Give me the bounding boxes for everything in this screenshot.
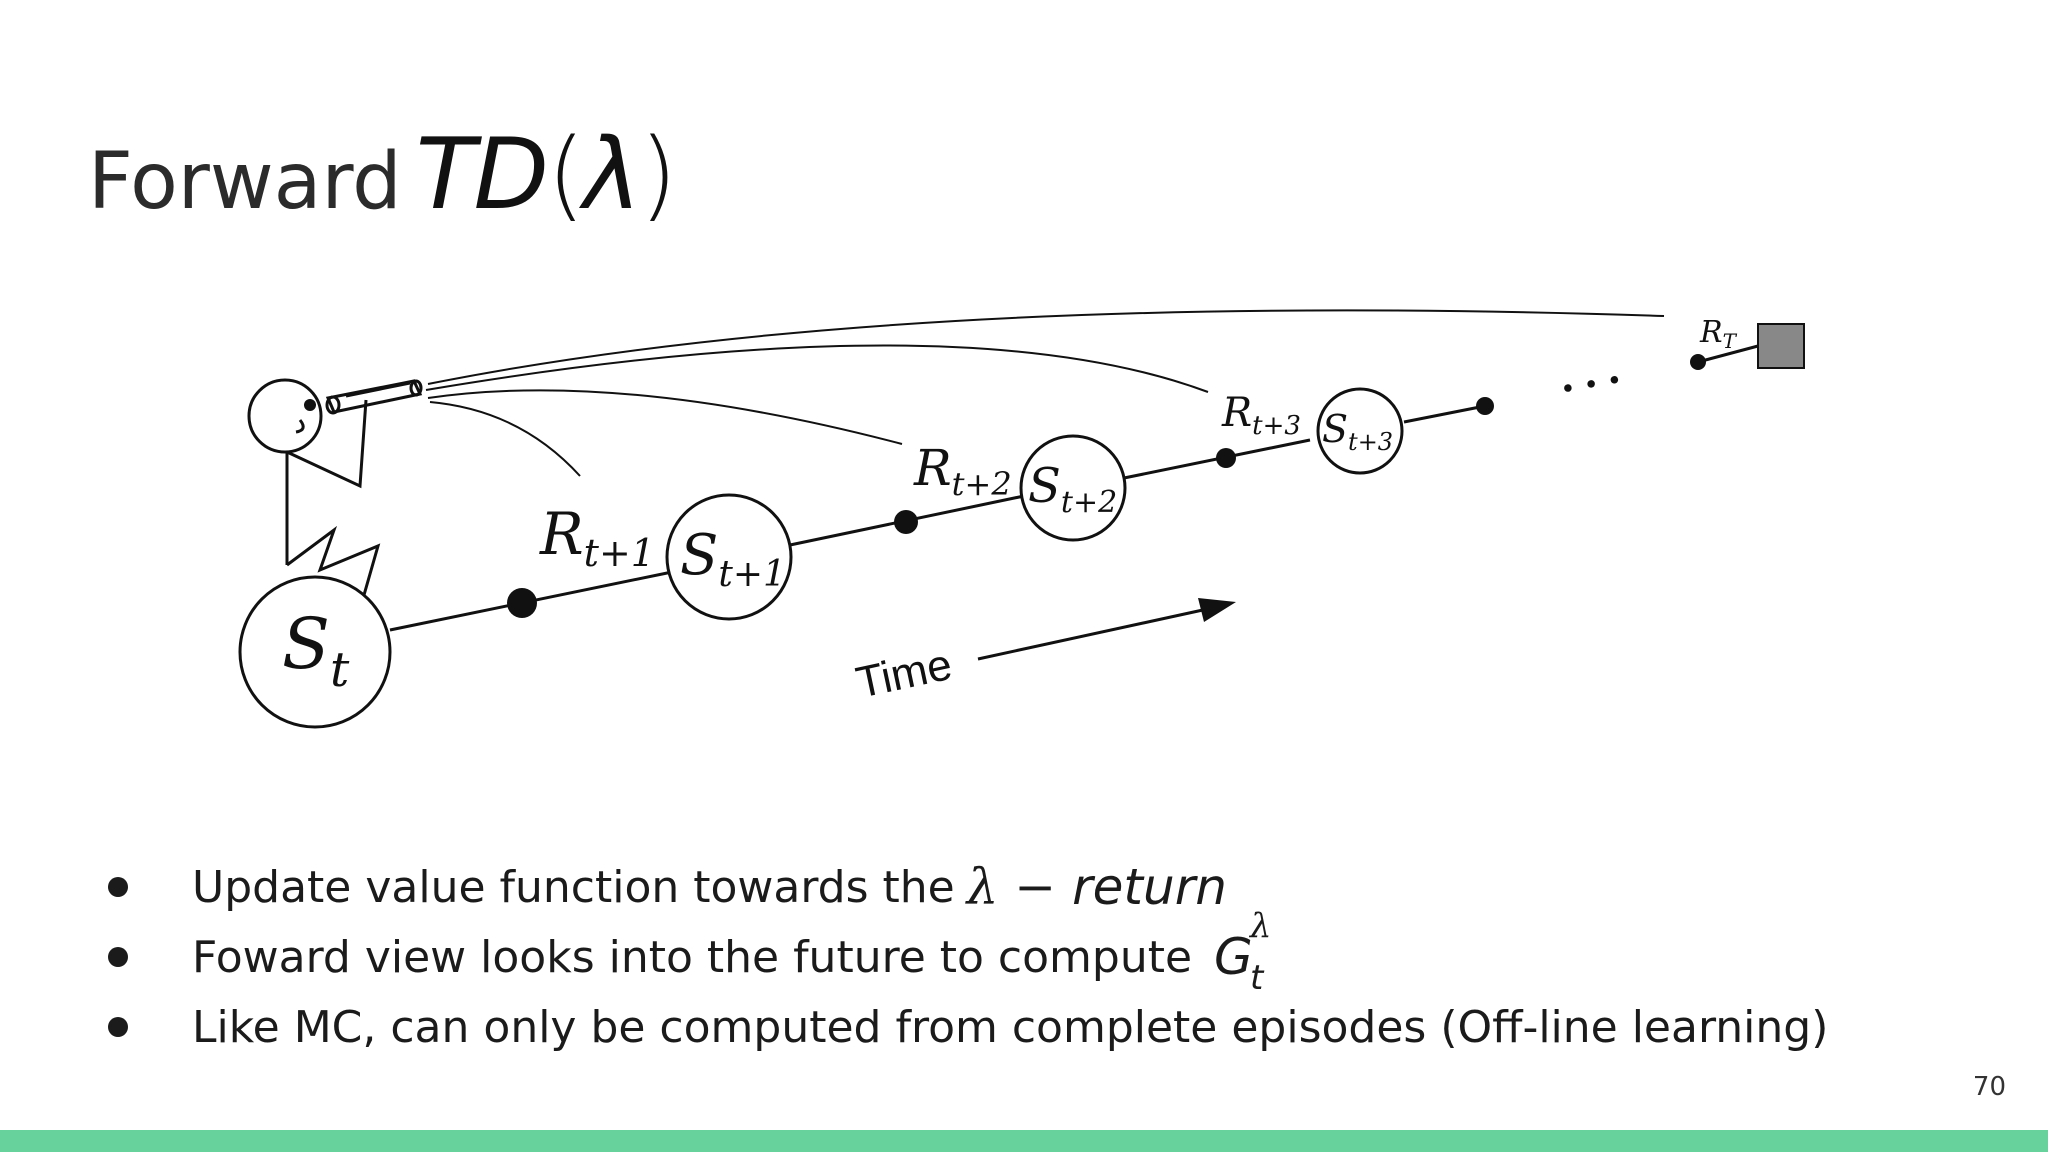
slide-title: Forward TD(λ) xyxy=(88,118,678,248)
g-sub: t xyxy=(1250,958,1264,998)
title-word: Forward xyxy=(88,137,402,227)
state-label-st1: St+1 xyxy=(680,523,786,595)
state-circle-st xyxy=(238,575,392,729)
title-math: TD(λ) xyxy=(415,118,678,232)
bullet-list: Update value function towards the λ − re… xyxy=(108,852,1968,1062)
reward-label-r1: Rt+1 xyxy=(539,500,655,575)
title-td: TD xyxy=(415,118,549,232)
terminal-state xyxy=(1757,323,1805,369)
lambda-minus: λ − xyxy=(966,858,1057,916)
reward-label-rT: RT xyxy=(1699,315,1738,353)
reward-rT-sub: T xyxy=(1723,329,1738,353)
state-st2-sub: t+2 xyxy=(1061,485,1117,520)
title-paren-close: ) xyxy=(639,118,677,232)
bullet-dot xyxy=(108,877,128,897)
sight-arc-r1 xyxy=(429,401,581,477)
bullet-item-1: Update value function towards the λ − re… xyxy=(108,852,1968,922)
state-st2-base: S xyxy=(1028,458,1061,514)
bullet-text-3: Like MC, can only be computed from compl… xyxy=(192,1001,1829,1053)
bullet-text-1: Update value function towards the xyxy=(192,861,955,913)
state-circle-st1 xyxy=(665,493,793,621)
sight-arc-r2 xyxy=(427,389,903,445)
reward-node-r2 xyxy=(894,510,918,534)
reward-r1-sub: t+1 xyxy=(584,531,655,575)
bullet-item-3: Like MC, can only be computed from compl… xyxy=(108,992,1968,1062)
bullet-text-2: Foward view looks into the future to com… xyxy=(192,931,1193,983)
reward-r2-sub: t+2 xyxy=(952,465,1012,503)
state-st3-base: S xyxy=(1322,407,1348,451)
return-word: return xyxy=(1072,858,1227,916)
figure-eye xyxy=(304,399,316,411)
time-arrow-head xyxy=(1198,598,1236,622)
reward-label-r3: Rt+3 xyxy=(1221,390,1301,441)
figure-arm xyxy=(286,399,368,489)
state-st3-sub: t+3 xyxy=(1348,428,1393,456)
figure-smile xyxy=(295,419,305,434)
title-paren-open: ( xyxy=(547,118,585,232)
bullet-item-2: Foward view looks into the future to com… xyxy=(108,906,1968,998)
time-label: Time xyxy=(852,640,956,708)
reward-r1-base: R xyxy=(539,500,584,568)
state-label-st2: St+2 xyxy=(1028,458,1117,520)
figure-head xyxy=(247,378,323,454)
page-number: 70 xyxy=(1972,1072,2006,1102)
state-st1-base: S xyxy=(680,523,718,588)
reward-r2-base: R xyxy=(913,439,952,497)
state-label-st: St xyxy=(282,603,350,698)
reward-node-r1 xyxy=(507,588,537,618)
reward-node-rT xyxy=(1690,354,1706,370)
time-arrow: Time xyxy=(852,598,1236,708)
lambda-return-math: λ − return xyxy=(967,858,1227,916)
bullet-dot xyxy=(108,1017,128,1037)
g-sup: λ xyxy=(1250,906,1272,946)
ellipsis-dots: • • • xyxy=(1558,365,1625,405)
sight-arc-r3 xyxy=(425,344,1209,393)
bullet-dot xyxy=(108,947,128,967)
reward-rT-base: R xyxy=(1699,315,1723,350)
reward-r3-sub: t+3 xyxy=(1252,411,1301,441)
state-st1-sub: t+1 xyxy=(718,554,786,595)
g-base: G xyxy=(1214,928,1253,986)
footer-bar xyxy=(0,1130,2048,1152)
td-lambda-diagram: • • • St St+1 St+2 St+3 Rt+1 Rt+2 Rt+3 R… xyxy=(238,309,1805,729)
binoculars-icon xyxy=(325,379,423,414)
state-st-sub: t xyxy=(330,642,350,698)
reward-node-r3 xyxy=(1216,448,1236,468)
sight-arc-rT xyxy=(427,309,1665,385)
state-st-base: S xyxy=(282,603,330,685)
state-circle-st2 xyxy=(1019,434,1127,542)
state-circle-st3 xyxy=(1316,387,1404,475)
state-label-st3: St+3 xyxy=(1322,407,1393,456)
reward-label-r2: Rt+2 xyxy=(913,439,1012,503)
next-node xyxy=(1476,397,1494,415)
title-lambda: λ xyxy=(583,118,641,232)
reward-r3-base: R xyxy=(1221,390,1252,436)
